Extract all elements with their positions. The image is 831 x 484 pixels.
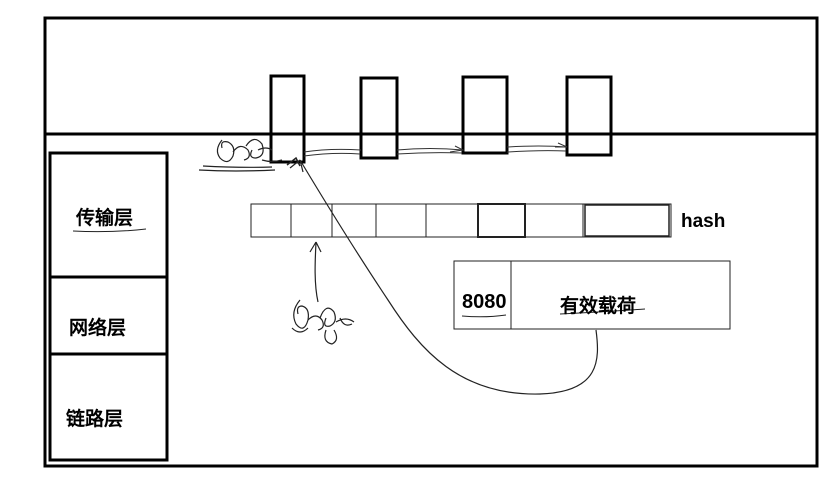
process-box — [359, 76, 399, 160]
scribble-top — [198, 138, 283, 172]
layer-label-transport: 传输层 — [76, 208, 134, 229]
layer-box-link — [48, 352, 169, 462]
hash-label: hash — [681, 211, 726, 232]
process-boxes — [269, 74, 613, 164]
lookup-arrow — [309, 241, 322, 303]
underline-payload — [559, 308, 646, 315]
protocol-stack — [48, 151, 169, 462]
outer-frame — [43, 16, 819, 468]
process-box — [565, 75, 613, 157]
packet-box — [453, 260, 731, 330]
return-curve — [289, 159, 599, 395]
layer-label-link: 链路层 — [66, 409, 124, 430]
process-box — [269, 74, 306, 164]
hash-slot-highlight — [477, 203, 526, 238]
hash-table — [250, 203, 672, 238]
layer-label-network: 网络层 — [69, 318, 127, 339]
pointer-arrow — [286, 156, 301, 167]
process-chain — [303, 142, 568, 157]
port-label: 8080 — [462, 291, 507, 313]
underline-port — [461, 314, 507, 318]
scribble-bottom — [291, 299, 355, 345]
hash-slot-highlight — [584, 204, 670, 237]
packet-outline — [453, 260, 731, 330]
payload-label: 有效载荷 — [560, 296, 637, 317]
hash-table-border — [250, 203, 672, 238]
underline-transport — [72, 228, 147, 233]
process-box — [461, 75, 509, 155]
